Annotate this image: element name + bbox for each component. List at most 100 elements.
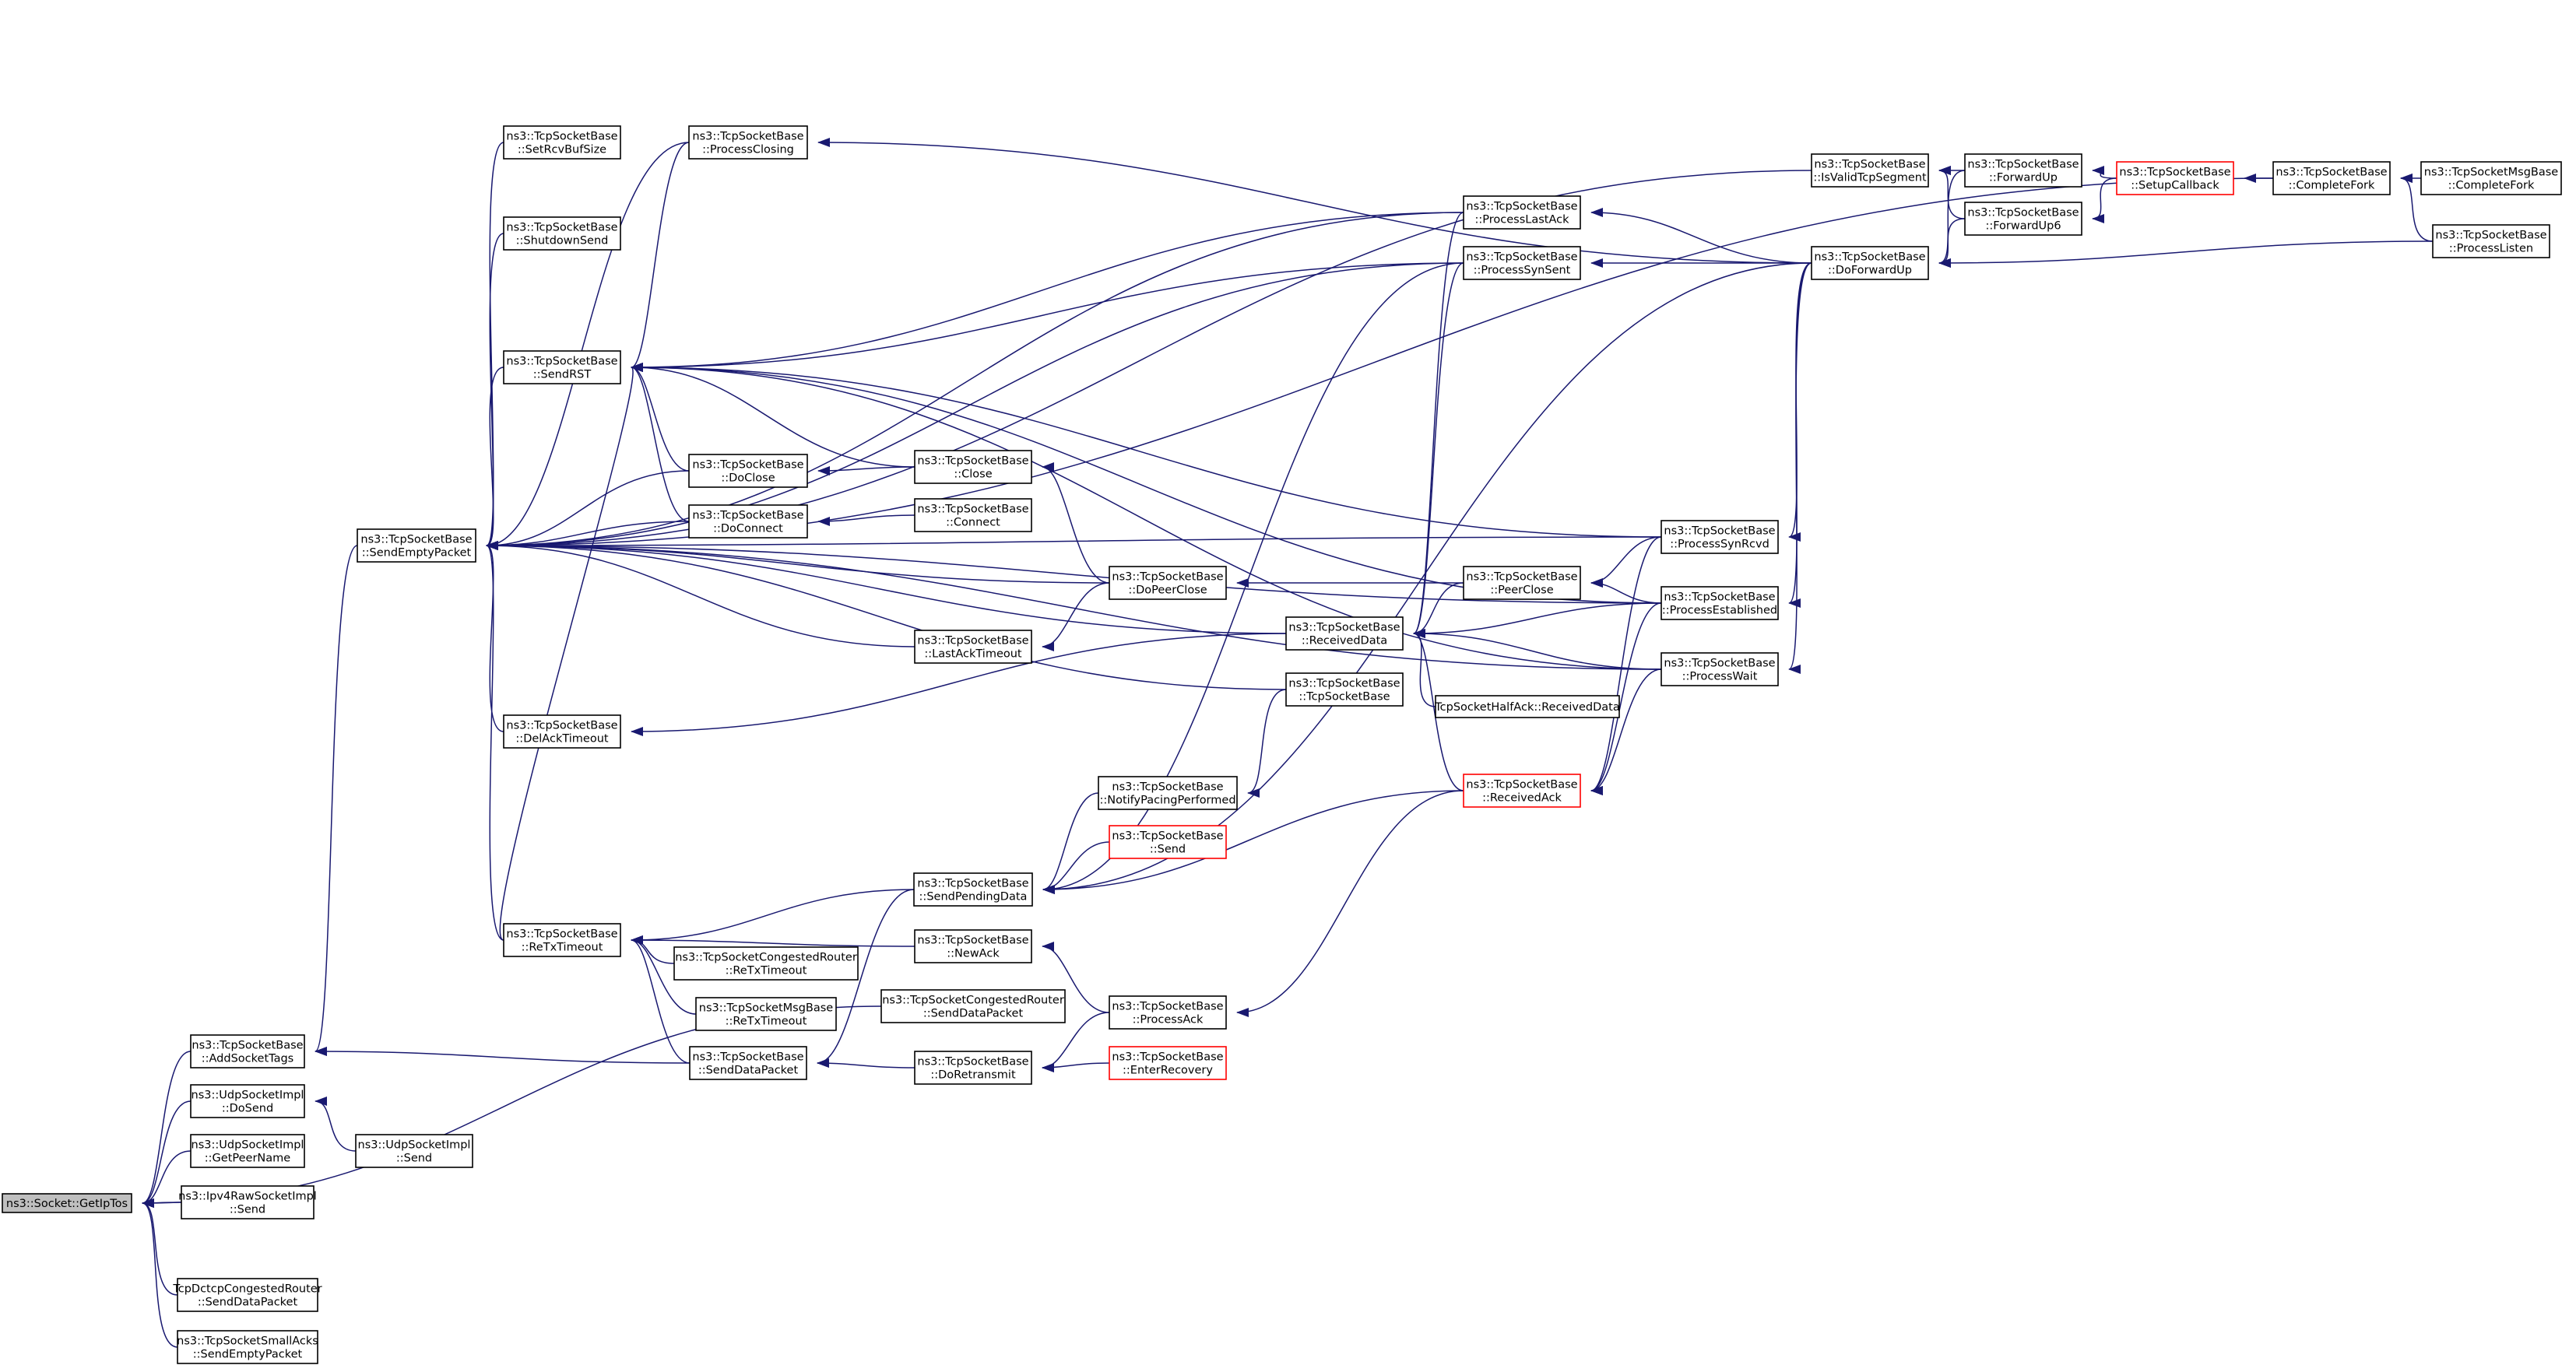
node-label: ns3::TcpSocketSmallAcks bbox=[177, 1335, 318, 1348]
call-edge-n48-n50 bbox=[2400, 174, 2434, 242]
call-edge-n13-n33 bbox=[631, 633, 1287, 736]
node-layer: ns3::Socket::GetIpTos ns3::TcpSocketBase:… bbox=[2, 125, 2562, 1364]
node-box bbox=[1463, 246, 1581, 280]
graph-node[interactable]: ns3::TcpSocketBase::SendRST bbox=[503, 350, 621, 384]
graph-node[interactable]: ns3::TcpSocketBase::ProcessWait bbox=[1661, 652, 1779, 686]
graph-node[interactable]: ns3::TcpSocketBase::CompleteFork bbox=[2272, 161, 2391, 195]
graph-node[interactable]: ns3::TcpSocketBase::Connect bbox=[914, 498, 1032, 532]
graph-node[interactable]: ns3::TcpSocketBase::DoRetransmit bbox=[914, 1051, 1032, 1085]
graph-node[interactable]: ns3::TcpSocketCongestedRouter::ReTxTimeo… bbox=[673, 946, 859, 981]
graph-node[interactable]: ns3::UdpSocketImpl::DoSend bbox=[190, 1084, 305, 1118]
graph-node: ns3::Socket::GetIpTos bbox=[2, 1193, 132, 1213]
graph-node[interactable]: ns3::TcpSocketBase::DoForwardUp bbox=[1811, 246, 1929, 280]
node-label: ns3::Ipv4RawSocketImpl bbox=[178, 1191, 317, 1203]
graph-node[interactable]: ns3::TcpSocketBase::NotifyPacingPerforme… bbox=[1098, 776, 1238, 810]
call-edge-n12-n35 bbox=[631, 212, 1464, 372]
graph-node[interactable]: ns3::TcpSocketBase::LastAckTimeout bbox=[914, 630, 1032, 664]
graph-node[interactable]: ns3::TcpSocketBase::SetRcvBufSize bbox=[503, 125, 621, 160]
graph-node[interactable]: ns3::Ipv4RawSocketImpl::Send bbox=[178, 1185, 317, 1219]
call-edge-n8-n15 bbox=[486, 142, 690, 550]
node-box bbox=[1098, 776, 1238, 810]
call-edge-n16-n21 bbox=[817, 465, 915, 475]
node-label: ::DoConnect bbox=[713, 523, 783, 535]
node-box bbox=[503, 216, 621, 251]
graph-node[interactable]: ns3::TcpSocketBase::ReTxTimeout bbox=[503, 923, 621, 957]
graph-node[interactable]: ns3::TcpSocketBase::ProcessListen bbox=[2432, 224, 2550, 258]
node-label: ns3::TcpSocketBase bbox=[192, 1040, 303, 1052]
graph-node[interactable]: ns3::TcpSocketBase::ReceivedAck bbox=[1463, 774, 1581, 808]
graph-node[interactable]: TcpDctcpCongestedRouter::SendDataPacket bbox=[172, 1278, 322, 1312]
graph-node[interactable]: ns3::TcpSocketBase::ProcessSynRcvd bbox=[1661, 520, 1779, 554]
graph-node[interactable]: ns3::TcpSocketBase::SetupCallback bbox=[2116, 161, 2234, 195]
node-box bbox=[1811, 153, 1929, 188]
graph-node[interactable]: ns3::TcpSocketBase::Send bbox=[1109, 825, 1227, 859]
node-label: ::DoPeerClose bbox=[1128, 584, 1207, 597]
graph-node[interactable]: ns3::TcpSocketBase::ProcessClosing bbox=[688, 125, 808, 160]
graph-node[interactable]: ns3::TcpSocketCongestedRouter::SendDataP… bbox=[880, 989, 1066, 1023]
node-label: ns3::UdpSocketImpl bbox=[192, 1139, 304, 1152]
node-label: ::Connect bbox=[946, 517, 1000, 529]
call-edge-n25-n31 bbox=[1042, 942, 1110, 1013]
graph-node[interactable]: ns3::TcpSocketBase::TcpSocketBase bbox=[1285, 672, 1404, 707]
graph-node[interactable]: TcpSocketHalfAck::ReceivedData bbox=[1434, 695, 1620, 718]
graph-node[interactable]: ns3::TcpSocketSmallAcks::SendEmptyPacket bbox=[177, 1330, 318, 1364]
graph-node[interactable]: ns3::TcpSocketBase::SendDataPacket bbox=[689, 1046, 807, 1080]
node-box bbox=[688, 454, 808, 488]
graph-node[interactable]: ns3::TcpSocketBase::SendEmptyPacket bbox=[357, 528, 476, 563]
node-box bbox=[914, 450, 1032, 484]
call-edge-n24-n39 bbox=[1042, 790, 1464, 894]
call-edge-n8-n12 bbox=[486, 367, 504, 550]
graph-node[interactable]: ns3::UdpSocketImpl::GetPeerName bbox=[190, 1134, 305, 1168]
node-label: ns3::TcpSocketBase bbox=[506, 131, 617, 143]
call-edge-n8-n36 bbox=[486, 262, 1464, 550]
graph-node[interactable]: ns3::TcpSocketBase::ReceivedData bbox=[1285, 616, 1404, 651]
call-edge-n8-n48 bbox=[486, 177, 2274, 550]
node-label: ns3::TcpSocketBase bbox=[1466, 571, 1577, 584]
node-label: ns3::TcpSocketBase bbox=[1466, 779, 1577, 791]
node-label: ::DoForwardUp bbox=[1828, 265, 1912, 277]
graph-node[interactable]: ns3::TcpSocketBase::DoPeerClose bbox=[1109, 566, 1227, 600]
call-edge-n8-n16 bbox=[486, 470, 690, 550]
call-edge-n12-n17 bbox=[631, 363, 690, 522]
graph-node[interactable]: ns3::TcpSocketBase::ProcessLastAck bbox=[1463, 195, 1581, 230]
node-label: ::ProcessClosing bbox=[702, 144, 794, 156]
graph-node[interactable]: ns3::TcpSocketBase::PeerClose bbox=[1463, 566, 1581, 600]
graph-node[interactable]: ns3::TcpSocketBase::ProcessSynSent bbox=[1463, 246, 1581, 280]
node-label: ns3::TcpSocketBase bbox=[692, 459, 803, 472]
graph-node[interactable]: ns3::TcpSocketBase::ProcessAck bbox=[1109, 995, 1227, 1030]
node-box bbox=[1964, 153, 2082, 188]
node-label: ::ShutdownSend bbox=[516, 235, 609, 247]
call-edge-n33-n41 bbox=[1413, 602, 1662, 638]
graph-node[interactable]: ns3::TcpSocketBase::ProcessEstablished bbox=[1661, 586, 1779, 620]
graph-node[interactable]: ns3::TcpSocketBase::AddSocketTags bbox=[190, 1034, 305, 1068]
graph-node[interactable]: ns3::TcpSocketBase::ForwardUp6 bbox=[1964, 202, 2082, 236]
graph-node[interactable]: ns3::TcpSocketMsgBase::CompleteFork bbox=[2420, 161, 2562, 195]
graph-node[interactable]: ns3::TcpSocketBase::EnterRecovery bbox=[1109, 1046, 1227, 1080]
node-label: ns3::TcpSocketBase bbox=[1664, 591, 1775, 604]
graph-node[interactable]: ns3::UdpSocketImpl::Send bbox=[355, 1134, 473, 1168]
call-edge-n1-n6 bbox=[142, 1198, 178, 1296]
graph-node[interactable]: ns3::TcpSocketBase::DelAckTimeout bbox=[503, 714, 621, 749]
graph-node[interactable]: ns3::TcpSocketBase::ShutdownSend bbox=[503, 216, 621, 251]
graph-node[interactable]: ns3::TcpSocketMsgBase::ReTxTimeout bbox=[695, 997, 837, 1031]
node-label: ::Send bbox=[1150, 844, 1186, 856]
node-label: ns3::TcpSocketBase bbox=[917, 1056, 1028, 1068]
node-label: ::GetPeerName bbox=[205, 1153, 291, 1165]
node-box bbox=[2420, 161, 2562, 195]
graph-node[interactable]: ns3::TcpSocketBase::ForwardUp bbox=[1964, 153, 2082, 188]
graph-node[interactable]: ns3::TcpSocketBase::SendPendingData bbox=[913, 872, 1033, 907]
graph-node[interactable]: ns3::TcpSocketBase::NewAck bbox=[914, 929, 1032, 963]
call-edge-n12-n14 bbox=[499, 363, 644, 941]
node-label: ns3::TcpSocketBase bbox=[1466, 251, 1577, 264]
graph-node[interactable]: ns3::TcpSocketBase::DoConnect bbox=[688, 504, 808, 539]
node-label: ns3::TcpSocketBase bbox=[1112, 1001, 1223, 1013]
graph-node[interactable]: ns3::TcpSocketBase::Close bbox=[914, 450, 1032, 484]
node-box bbox=[1463, 566, 1581, 600]
node-label: ns3::TcpSocketBase bbox=[1112, 781, 1223, 794]
node-label: ns3::TcpSocketBase bbox=[917, 455, 1028, 468]
call-edge-n31-n39 bbox=[1236, 790, 1464, 1017]
node-label: ::LastAckTimeout bbox=[924, 648, 1022, 661]
graph-node[interactable]: ns3::TcpSocketBase::DoClose bbox=[688, 454, 808, 488]
graph-node[interactable]: ns3::TcpSocketBase::IsValidTcpSegment bbox=[1811, 153, 1929, 188]
node-label: ::ProcessSynRcvd bbox=[1670, 539, 1769, 551]
